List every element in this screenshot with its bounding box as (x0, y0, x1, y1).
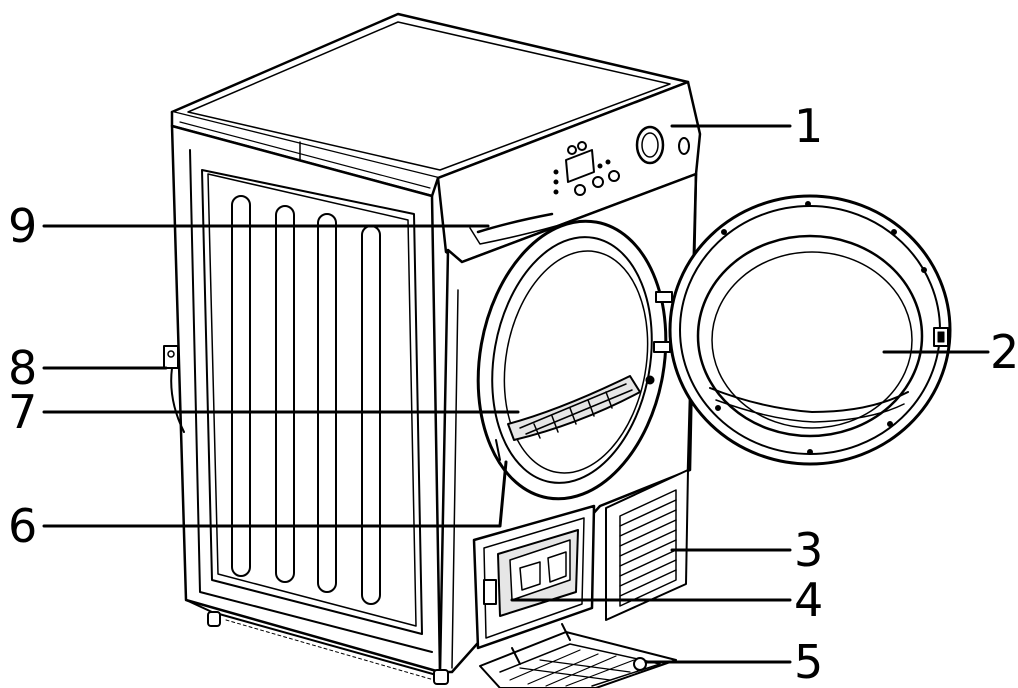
callout-number-8: 8 (8, 341, 38, 395)
condenser-compartment (472, 504, 596, 650)
callout-number-7: 7 (8, 385, 38, 439)
leader-line-6 (42, 460, 508, 528)
callout-number-2: 2 (990, 325, 1018, 379)
dryer-feet (185, 599, 449, 685)
callout-number-3: 3 (794, 523, 824, 577)
callout-number-9: 9 (8, 199, 38, 253)
side-panel (163, 124, 442, 674)
open-door (668, 194, 952, 466)
callout-number-1: 1 (794, 99, 824, 153)
callout-number-5: 5 (794, 635, 824, 688)
vent-grille (605, 469, 689, 621)
drum-opening (476, 219, 673, 501)
leader-lines (42, 124, 990, 664)
callout-number-6: 6 (8, 499, 38, 553)
callout-number-4: 4 (794, 573, 824, 627)
maintenance-flap (479, 623, 677, 688)
